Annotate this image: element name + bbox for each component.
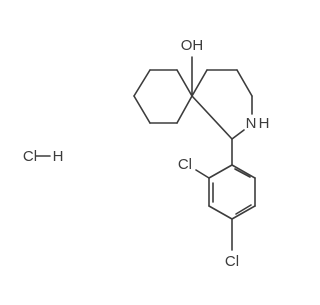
bond <box>236 69 253 97</box>
amine-label: N <box>246 115 257 132</box>
chloro-para-label: Cl <box>225 253 239 270</box>
bond <box>208 164 233 179</box>
structure-diagram: OH N H Cl Cl Cl H <box>23 37 270 270</box>
bond <box>133 69 151 97</box>
piperidine-ring <box>191 69 253 140</box>
bond <box>133 95 151 124</box>
salt-cl-label: Cl <box>23 148 37 165</box>
bond <box>191 95 233 140</box>
molecule-drawing: OH N H Cl Cl Cl H <box>23 37 270 270</box>
chloro-ortho-bond <box>195 169 210 179</box>
salt-h-label: H <box>53 148 64 165</box>
bond <box>231 129 245 140</box>
double-bond <box>234 168 251 178</box>
cyclohexane-ring <box>133 69 193 124</box>
bond <box>208 205 233 220</box>
hydroxyl-label: OH <box>181 37 204 54</box>
bond <box>231 205 256 220</box>
chloro-ortho-label: Cl <box>178 156 192 173</box>
amine-h-label: H <box>259 115 270 132</box>
bond <box>191 69 208 97</box>
bond <box>231 164 256 179</box>
double-bond <box>235 204 252 215</box>
bond <box>176 69 193 97</box>
dichlorophenyl-ring <box>208 164 256 220</box>
bond <box>176 95 193 124</box>
